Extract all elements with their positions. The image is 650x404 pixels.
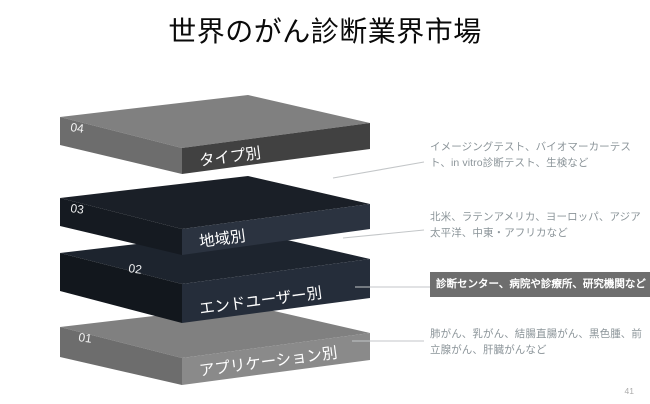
layer-01-number: 01 — [78, 330, 93, 346]
stacked-layers-diagram: 01 アプリケーション別 02 エンドユーザー別 03 地域別 04 タイプ別 — [60, 95, 370, 385]
annotation-application: 肺がん、乳がん、結腸直腸がん、黒色腫、前立腺がん、肝臓がんなど — [430, 328, 642, 357]
layer-01-front-face — [182, 333, 370, 385]
layer-03-top-face — [60, 176, 370, 229]
annotation-end-user: 診断センター、病院や診療所、研究機関など — [430, 272, 650, 298]
layer-03-number: 03 — [70, 201, 85, 217]
layer-04-left-face — [60, 117, 182, 174]
diagram-layer-03[interactable]: 03 地域別 — [60, 176, 370, 255]
layer-02-left-face — [60, 253, 182, 323]
page-number: 41 — [624, 386, 634, 396]
diagram-layer-04[interactable]: 04 タイプ別 — [60, 95, 370, 174]
layer-02-number: 02 — [128, 261, 143, 277]
annotation-type: イメージングテスト、バイオマーカーテスト、in vitro診断テスト、生検など — [430, 141, 631, 170]
layer-01-left-face — [60, 327, 182, 385]
layer-03-label: 地域別 — [198, 227, 246, 251]
layer-04-number: 04 — [70, 120, 85, 136]
layer-03-left-face — [60, 198, 182, 255]
annotation-region: 北米、ラテンアメリカ、ヨーロッパ、アジア太平洋、中東・アフリカなど — [430, 211, 641, 240]
page-title: 世界のがん診断業界市場 — [168, 16, 482, 47]
layer-03-front-face — [182, 204, 370, 255]
layer-01-top-face — [60, 305, 370, 358]
diagram-layer-01[interactable]: 01 アプリケーション別 — [60, 305, 370, 385]
layer-02-front-face — [182, 259, 370, 323]
layer-04-front-face — [182, 123, 370, 174]
layer-04-top-face — [60, 95, 370, 148]
